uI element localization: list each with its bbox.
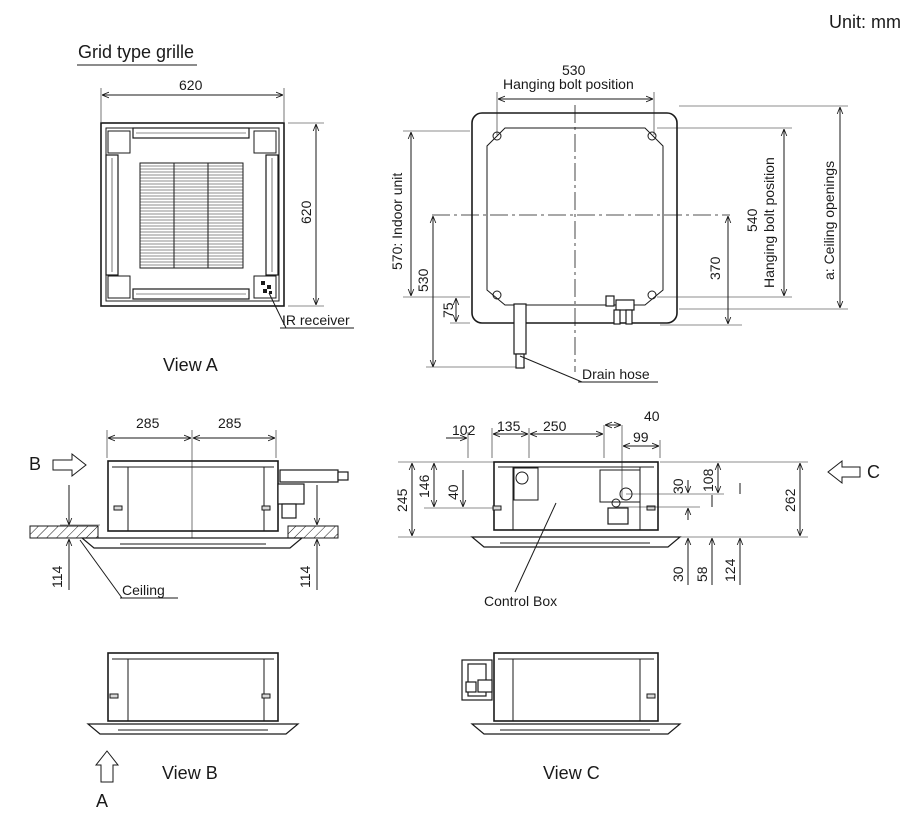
grille-height-dim: 620 — [298, 200, 314, 224]
plan-view: 530 Hanging bolt position 570: Indoor un… — [389, 62, 848, 383]
grille-profile-b — [80, 537, 304, 549]
dim-285-left: 285 — [136, 415, 160, 431]
grille-panel — [100, 122, 285, 307]
arrow-c-icon — [827, 459, 861, 485]
dim-262: 262 — [782, 488, 798, 512]
dim-245: 245 — [394, 488, 410, 512]
dim-114-right: 114 — [297, 565, 313, 588]
view-a-grille: Grid type grille 620 620 — [77, 42, 354, 375]
dim-99: 99 — [633, 429, 649, 445]
indoor-unit-dim: 570: Indoor unit — [389, 173, 405, 270]
view-b-bottom: A View B — [86, 652, 300, 811]
side-view-c: 102 135 250 40 99 245 — [394, 408, 880, 609]
dim-250: 250 — [543, 418, 567, 434]
unit-body-c — [493, 461, 659, 531]
ceiling-right — [287, 525, 339, 539]
drain-hose-shape — [513, 303, 527, 355]
indoor-unit-outline — [471, 112, 678, 324]
liquid-pipe-icon — [611, 498, 621, 508]
ceiling-left — [29, 525, 99, 539]
dim-540: 540 — [744, 208, 760, 232]
unit-label: Unit: mm — [829, 12, 901, 32]
view-a-caption: View A — [163, 355, 218, 375]
bolt-holes — [492, 131, 657, 300]
dim-285-right: 285 — [218, 415, 242, 431]
arrow-b-icon — [52, 452, 87, 478]
intake-grid — [139, 162, 244, 269]
hanging-bolt-top-label: Hanging bolt position — [503, 76, 634, 92]
dim-370: 370 — [707, 256, 723, 280]
dim-30-a: 30 — [670, 478, 686, 494]
dim-30-b: 30 — [670, 566, 686, 582]
top-530-dim: 530 — [562, 62, 586, 78]
hanging-bolt-side-label: Hanging bolt position — [761, 157, 777, 288]
view-b-caption: View B — [162, 763, 218, 783]
control-box-label: Control Box — [484, 593, 557, 609]
view-c-bottom: View C — [461, 652, 682, 783]
grille-profile-c — [470, 536, 682, 548]
dim-124: 124 — [722, 558, 738, 582]
grille-width-dim: 620 — [179, 77, 203, 93]
unit-body-b — [107, 460, 279, 532]
arrow-a-label: A — [96, 791, 108, 811]
unit-body-view-c — [493, 652, 659, 722]
ir-receiver-icon — [261, 281, 272, 294]
dim-75: 75 — [440, 302, 456, 318]
grille-type-title: Grid type grille — [78, 42, 194, 62]
arrow-c-label: C — [867, 462, 880, 482]
dim-40-left: 40 — [445, 484, 461, 500]
side-view-b: B 285 285 114 114 — [29, 415, 349, 599]
drain-hose-label: Drain hose — [582, 366, 650, 382]
ir-receiver-label: IR receiver — [282, 312, 350, 328]
arrow-a-icon — [94, 750, 120, 783]
unit-body-view-b — [107, 652, 279, 722]
left-530-dim: 530 — [415, 268, 431, 292]
dim-135: 135 — [497, 418, 521, 434]
arrow-b-label: B — [29, 454, 41, 474]
dim-108: 108 — [700, 468, 716, 492]
dim-58: 58 — [694, 566, 710, 582]
ceiling-openings-label: a: Ceiling openings — [821, 161, 837, 280]
ceiling-label: Ceiling — [122, 582, 165, 598]
view-c-caption: View C — [543, 763, 600, 783]
pipe-fittings — [605, 295, 635, 325]
drain-outlet-icon — [515, 471, 529, 485]
dim-114-left: 114 — [49, 565, 65, 588]
dim-40-top: 40 — [644, 408, 660, 424]
dim-102: 102 — [452, 422, 476, 438]
dim-146: 146 — [416, 474, 432, 498]
